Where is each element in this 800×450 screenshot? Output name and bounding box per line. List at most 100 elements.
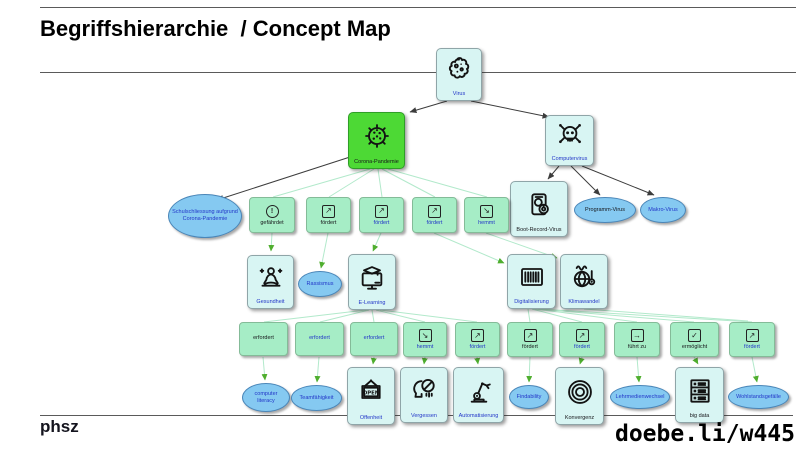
relation-foerdert-1[interactable]: ↗fördert <box>306 197 351 233</box>
top-rule <box>40 7 796 8</box>
relation-arrow-icon: ✓ <box>688 329 701 343</box>
node-label: big data <box>689 413 710 420</box>
node-label: Konvergenz <box>564 415 595 422</box>
relation-arrow-icon: ↗ <box>322 204 335 218</box>
title-rule <box>40 72 796 73</box>
relation-erfordert-3[interactable]: erfordert <box>350 322 398 356</box>
relation-hemmt-2[interactable]: ↘hemmt <box>403 322 447 357</box>
node-label: Computervirus <box>551 156 588 163</box>
relation-arrow-icon: ↗ <box>745 329 759 343</box>
relation-foerdert-6[interactable]: ↗fördert <box>559 322 605 357</box>
node-makro-virus[interactable]: Makro-Virus <box>640 197 686 223</box>
node-label: Schulschliessung aufgrund Corona-Pandemi… <box>172 209 238 222</box>
node-label: Gesundheit <box>256 299 285 306</box>
node-label: Teamfähigkeit <box>299 394 334 401</box>
forgetting-head-icon <box>408 368 440 413</box>
relation-erfordert-1[interactable]: erfordert <box>239 322 288 356</box>
node-label: Automatisierung <box>458 413 499 420</box>
relation-foerdert-7[interactable]: ↗fördert <box>729 322 775 357</box>
node-findability[interactable]: Findability <box>509 385 549 409</box>
node-vergessen[interactable]: Vergessen <box>400 367 448 423</box>
node-label: Digitalisierung <box>514 299 549 306</box>
relation-fuehrt-zu[interactable]: →führt zu <box>614 322 660 357</box>
elearning-monitor-icon <box>356 255 388 300</box>
node-label: fördert <box>426 219 443 226</box>
node-automatisierung[interactable]: Automatisierung <box>453 367 504 423</box>
concentric-circles-icon <box>564 368 596 415</box>
node-label: hemmt <box>478 219 495 226</box>
relation-arrow-icon: → <box>630 329 644 343</box>
brand-logo: phsz <box>40 417 79 436</box>
relation-hemmt-1[interactable]: ↘hemmt <box>464 197 509 233</box>
node-label: Corona-Pandemie <box>354 159 399 166</box>
node-label: erfordert <box>253 335 274 342</box>
virus-icon <box>443 49 475 91</box>
node-virus[interactable]: Virus <box>436 48 482 101</box>
relation-foerdert-3[interactable]: ↗fördert <box>412 197 457 233</box>
node-computervirus[interactable]: Computervirus <box>545 115 594 166</box>
meditation-icon <box>255 256 287 299</box>
relation-gefaehrdet[interactable]: !gefährdet <box>249 197 295 233</box>
skull-icon <box>554 116 586 156</box>
node-e-learning[interactable]: E-Learning <box>348 254 396 310</box>
node-label: Wohlstandsgefälle <box>736 393 781 400</box>
node-lehrmedienwechsel[interactable]: Lehrmedienwechsel <box>610 385 670 409</box>
boot-disk-icon <box>523 182 555 227</box>
node-rassismus[interactable]: Rassismus <box>298 271 342 297</box>
node-label: gefährdet <box>260 219 284 226</box>
relation-arrow-icon: ↘ <box>418 329 432 343</box>
node-label: Rassismus <box>306 280 334 287</box>
node-label: fördert <box>744 344 760 351</box>
open-sign-icon: OPEN <box>355 368 387 415</box>
node-label: Boot-Record-Virus <box>516 227 562 234</box>
node-label: fördert <box>574 344 590 351</box>
alert-circle-icon: ! <box>265 204 279 218</box>
server-rack-icon <box>684 368 716 413</box>
node-label: fördert <box>522 344 538 351</box>
node-label: computer literacy <box>254 390 278 404</box>
node-label: Findability <box>516 393 542 400</box>
node-label: Vergessen <box>411 413 437 420</box>
node-digitalisierung[interactable]: Digitalisierung <box>507 254 556 309</box>
node-label: hemmt <box>416 344 434 351</box>
node-label: Programm-Virus <box>585 206 625 213</box>
node-computer-literacy[interactable]: computer literacy <box>242 383 290 412</box>
relation-foerdert-5[interactable]: ↗fördert <box>507 322 553 357</box>
node-corona-pandemie[interactable]: Corona-Pandemie <box>348 112 405 169</box>
node-label: fördert <box>320 219 337 226</box>
node-konvergenz[interactable]: Konvergenz <box>555 367 604 425</box>
relation-arrow-icon: ↗ <box>375 204 388 218</box>
node-label: fördert <box>373 219 390 226</box>
node-label: Lehrmedienwechsel <box>615 393 665 400</box>
node-teamfaehigkeit[interactable]: Teamfähigkeit <box>291 385 342 411</box>
relation-arrow-icon: ↗ <box>428 204 441 218</box>
svg-text:OPEN: OPEN <box>363 390 380 396</box>
relation-foerdert-2[interactable]: ↗fördert <box>359 197 404 233</box>
node-wohlstandsgefaelle[interactable]: Wohlstandsgefälle <box>728 385 789 409</box>
node-offenheit[interactable]: OPEN Offenheit <box>347 367 395 425</box>
relation-ermoeglicht[interactable]: ✓ermöglicht <box>670 322 719 357</box>
source-link: doebe.li/w445 <box>614 421 795 447</box>
relation-arrow-icon: ↗ <box>575 329 589 343</box>
node-boot-record-virus[interactable]: Boot-Record-Virus <box>510 181 568 237</box>
node-schulschliessung[interactable]: Schulschliessung aufgrund Corona-Pandemi… <box>168 194 242 238</box>
relation-arrow-icon: ↗ <box>471 329 484 343</box>
robot-arm-icon <box>463 368 495 413</box>
node-label: Klimawandel <box>568 299 600 306</box>
relation-foerdert-4[interactable]: ↗fördert <box>455 322 500 357</box>
barcode-icon <box>516 255 548 299</box>
corona-virus-icon <box>361 113 393 159</box>
node-klimawandel[interactable]: Klimawandel <box>560 254 608 309</box>
node-label: erfordert <box>363 335 385 342</box>
page-title: Begriffshierarchie / Concept Map <box>40 16 391 41</box>
node-big-data[interactable]: big data <box>675 367 724 423</box>
node-label: fördert <box>469 344 486 351</box>
node-label: Offenheit <box>359 415 383 422</box>
node-label: ermöglicht <box>681 344 708 351</box>
node-gesundheit[interactable]: Gesundheit <box>247 255 294 309</box>
node-programm-virus[interactable]: Programm-Virus <box>574 197 636 223</box>
relation-erfordert-2[interactable]: erfordert <box>295 322 344 356</box>
